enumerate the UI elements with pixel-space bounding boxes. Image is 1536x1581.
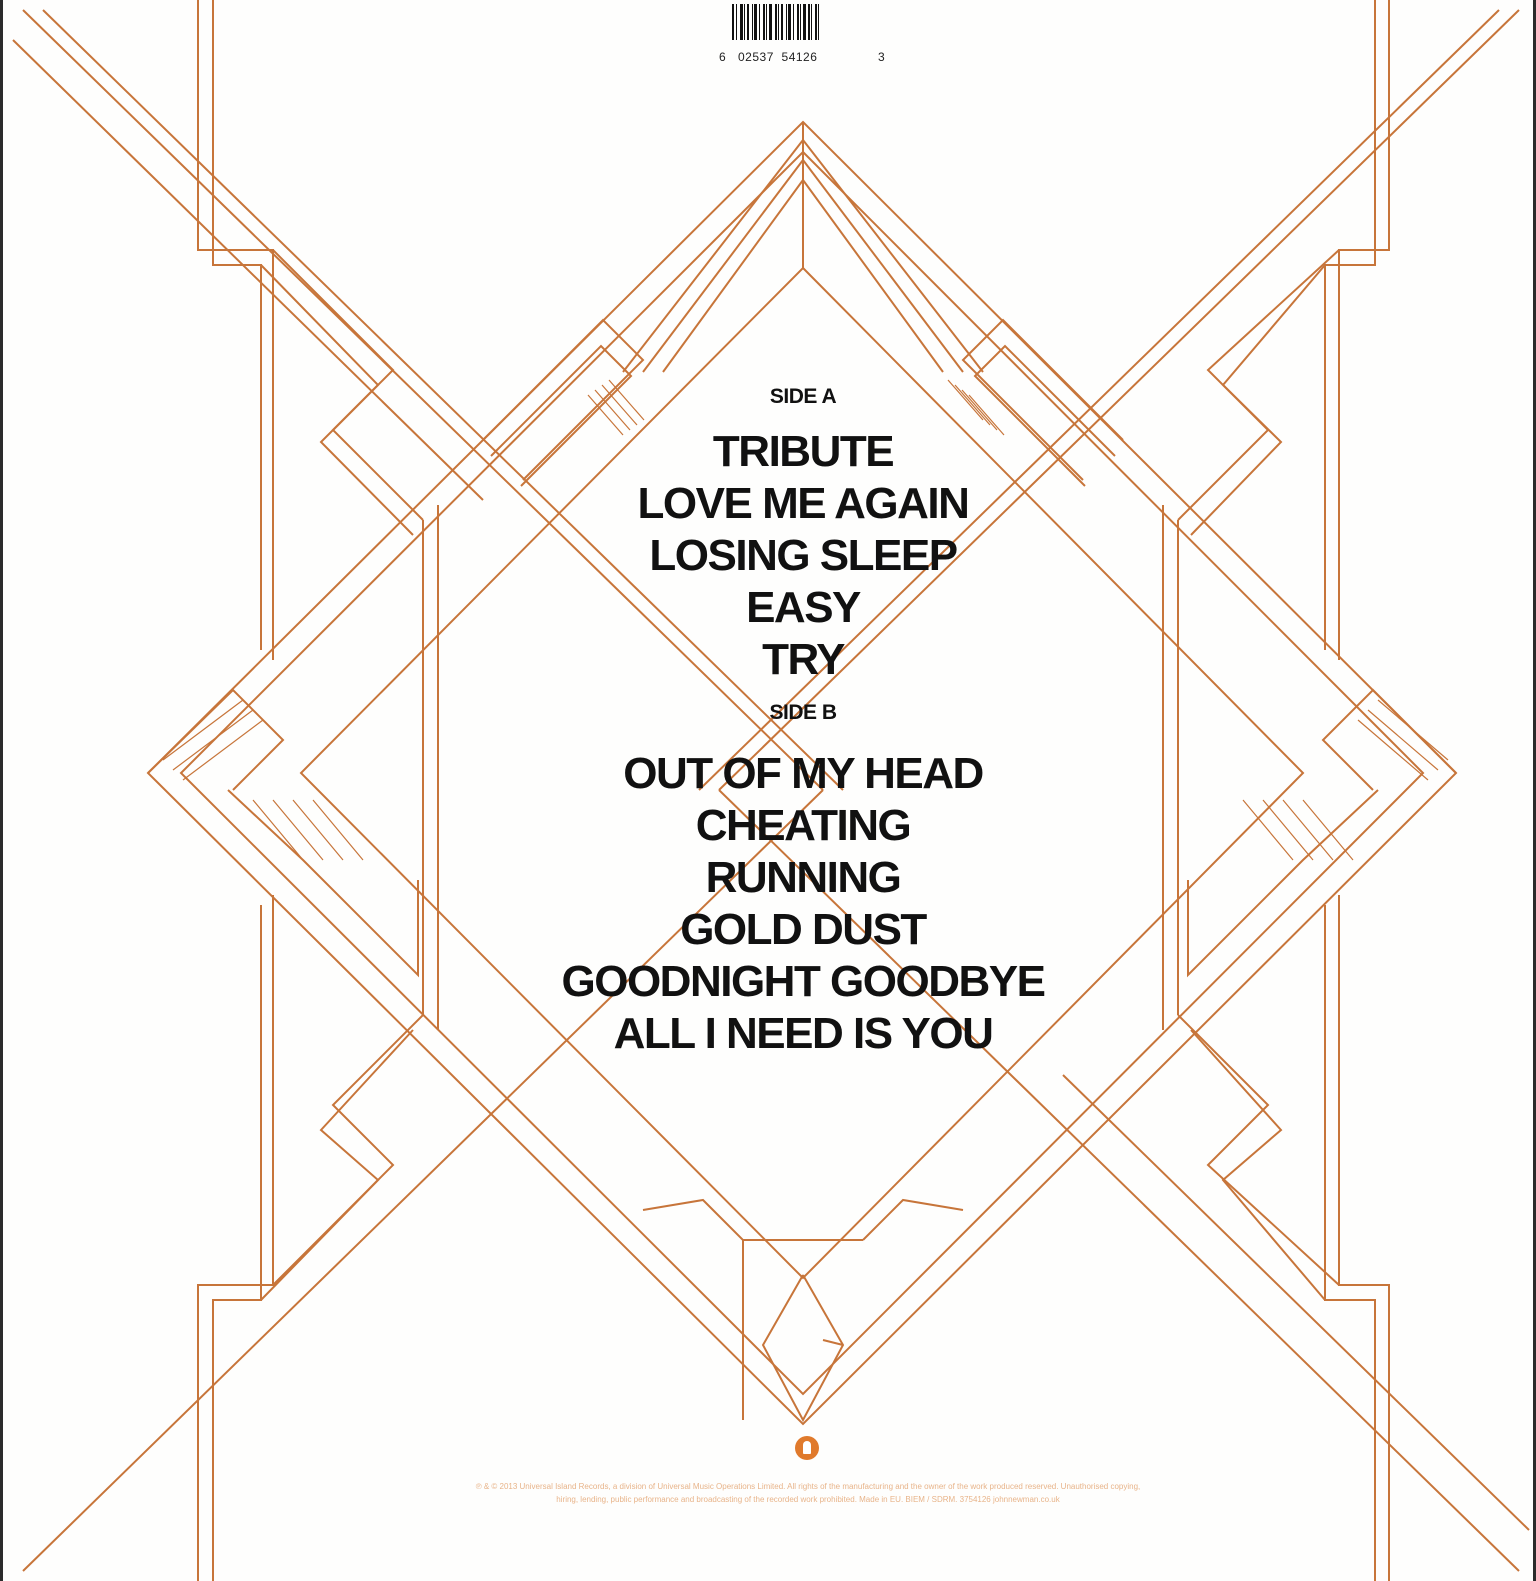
track-title: GOLD DUST xyxy=(680,905,927,954)
art-deco-line-artwork xyxy=(12,0,1530,1581)
copyright-line: hiring, lending, public performance and … xyxy=(556,1495,1060,1504)
track-title: LOSING SLEEP xyxy=(649,531,958,580)
track-title: EASY xyxy=(746,583,861,632)
copyright-notice: ℗ & © 2013 Universal Island Records, a d… xyxy=(383,1480,1233,1506)
island-records-logo-icon xyxy=(795,1436,819,1460)
track-title: LOVE ME AGAIN xyxy=(637,479,970,528)
barcode-lead-digit: 6 xyxy=(719,50,726,64)
track-title: RUNNING xyxy=(705,853,902,902)
track-title: TRIBUTE xyxy=(712,427,895,476)
track-title: ALL I NEED IS YOU xyxy=(613,1009,994,1058)
track-title: GOODNIGHT GOODBYE xyxy=(561,957,1046,1006)
barcode xyxy=(732,4,852,40)
barcode-check-digit: 3 xyxy=(878,50,885,64)
side-a-label: SIDE A xyxy=(769,385,837,408)
track-title: OUT OF MY HEAD xyxy=(623,749,984,798)
track-title: TRY xyxy=(762,635,845,684)
copyright-line: ℗ & © 2013 Universal Island Records, a d… xyxy=(475,1482,1141,1491)
barcode-digits: 02537 54126 xyxy=(738,50,818,64)
track-title: CHEATING xyxy=(695,801,912,850)
side-b-label: SIDE B xyxy=(769,701,837,724)
tracklist: SIDE A TRIBUTE LOVE ME AGAIN LOSING SLEE… xyxy=(503,382,1103,1060)
